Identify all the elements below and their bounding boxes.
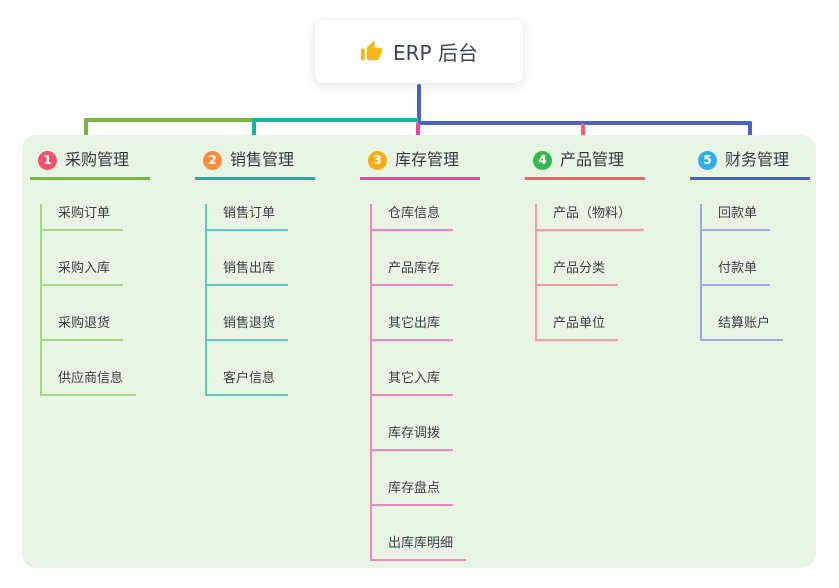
mindmap-node[interactable]: 销售出库 bbox=[207, 259, 289, 286]
mindmap-node[interactable]: 库存调拨 bbox=[372, 424, 454, 451]
mindmap-node[interactable]: 产品分类 bbox=[537, 259, 619, 286]
mindmap-node[interactable]: 付款单 bbox=[702, 259, 771, 286]
mindmap-node[interactable]: 产品库存 bbox=[372, 259, 454, 286]
mindmap-node[interactable]: 销售订单 bbox=[207, 204, 289, 231]
branch-finance: 5 财务管理 回款单 付款单 结算账户 bbox=[690, 146, 810, 341]
branch-header-finance[interactable]: 5 财务管理 bbox=[690, 146, 810, 180]
branch-label: 产品管理 bbox=[560, 150, 625, 169]
mindmap-node[interactable]: 供应商信息 bbox=[42, 369, 137, 396]
branch-number-badge: 2 bbox=[203, 150, 222, 170]
connector-drop-sales bbox=[252, 118, 256, 147]
branch-number-badge: 3 bbox=[368, 150, 387, 170]
mindmap-node[interactable]: 采购退货 bbox=[42, 314, 124, 341]
branch-number-badge: 1 bbox=[38, 150, 57, 170]
connector-hline-teal bbox=[252, 118, 419, 122]
mindmap-node[interactable]: 销售退货 bbox=[207, 314, 289, 341]
thumbs-up-icon bbox=[360, 40, 383, 61]
mindmap-node[interactable]: 产品单位 bbox=[537, 314, 619, 341]
mindmap-node[interactable]: 产品（物料） bbox=[537, 204, 645, 231]
branch-number-badge: 5 bbox=[698, 150, 717, 170]
mindmap-node[interactable]: 仓库信息 bbox=[372, 204, 454, 231]
branch-inventory: 3 库存管理 仓库信息 产品库存 其它出库 其它入库 库存调拨 库存盘点 出库库… bbox=[360, 146, 480, 561]
branches-panel bbox=[22, 135, 816, 568]
mindmap-node[interactable]: 回款单 bbox=[702, 204, 771, 231]
mindmap-node[interactable]: 其它出库 bbox=[372, 314, 454, 341]
branch-items-purchase: 采购订单 采购入库 采购退货 供应商信息 bbox=[40, 204, 137, 396]
connector-drop-purchase bbox=[84, 118, 88, 147]
mindmap-node[interactable]: 出库库明细 bbox=[372, 534, 467, 561]
mindmap-node[interactable]: 库存盘点 bbox=[372, 479, 454, 506]
connector-root-drop bbox=[417, 84, 421, 125]
branch-purchase: 1 采购管理 采购订单 采购入库 采购退货 供应商信息 bbox=[30, 146, 150, 396]
branch-header-inventory[interactable]: 3 库存管理 bbox=[360, 146, 480, 180]
mindmap-node[interactable]: 客户信息 bbox=[207, 369, 289, 396]
connector-hline-blue bbox=[419, 121, 752, 125]
mindmap-node[interactable]: 采购入库 bbox=[42, 259, 124, 286]
branch-header-purchase[interactable]: 1 采购管理 bbox=[30, 146, 150, 180]
connector-hline-green bbox=[84, 118, 256, 122]
branch-header-product[interactable]: 4 产品管理 bbox=[525, 146, 645, 180]
branch-items-product: 产品（物料） 产品分类 产品单位 bbox=[535, 204, 645, 341]
branch-label: 销售管理 bbox=[230, 150, 295, 169]
root-title: ERP 后台 bbox=[393, 41, 478, 65]
mindmap-node[interactable]: 其它入库 bbox=[372, 369, 454, 396]
branch-items-inventory: 仓库信息 产品库存 其它出库 其它入库 库存调拨 库存盘点 出库库明细 bbox=[370, 204, 467, 561]
branch-items-sales: 销售订单 销售出库 销售退货 客户信息 bbox=[205, 204, 289, 396]
branch-label: 采购管理 bbox=[65, 150, 130, 169]
branch-header-sales[interactable]: 2 销售管理 bbox=[195, 146, 315, 180]
branch-product: 4 产品管理 产品（物料） 产品分类 产品单位 bbox=[525, 146, 645, 341]
branch-number-badge: 4 bbox=[533, 150, 552, 170]
connector-drop-finance bbox=[748, 121, 752, 148]
mindmap-node[interactable]: 结算账户 bbox=[702, 314, 784, 341]
branch-label: 财务管理 bbox=[725, 150, 790, 169]
branch-label: 库存管理 bbox=[395, 150, 460, 169]
branch-items-finance: 回款单 付款单 结算账户 bbox=[700, 204, 784, 341]
mindmap-node[interactable]: 采购订单 bbox=[42, 204, 124, 231]
root-node[interactable]: ERP 后台 bbox=[315, 20, 523, 83]
branch-sales: 2 销售管理 销售订单 销售出库 销售退货 客户信息 bbox=[195, 146, 315, 396]
